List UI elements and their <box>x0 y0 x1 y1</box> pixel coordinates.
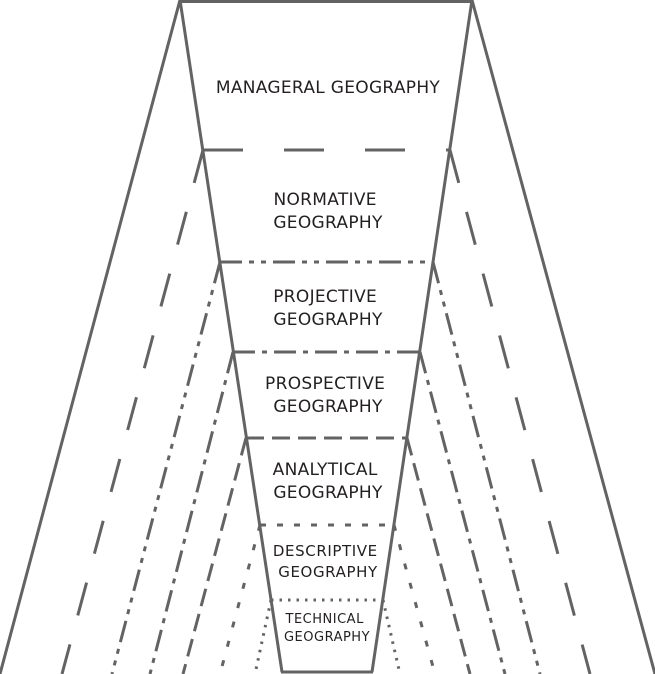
label-prospective: PROSPECTIVE GEOGRAPHY <box>265 374 391 417</box>
funnel-right-side <box>370 0 474 673</box>
divider-prospective-analytical <box>181 436 472 674</box>
label-analytical: ANALYTICAL GEOGRAPHY <box>273 460 384 503</box>
divider-descriptive-technical <box>253 598 402 674</box>
divider-normative-projective <box>110 260 542 674</box>
divider-managerial-normative <box>60 148 592 674</box>
divider-projective-prospective <box>148 350 507 674</box>
outer-right-line <box>470 0 655 674</box>
divider-analytical-descriptive <box>218 523 437 674</box>
label-normative: NORMATIVE GEOGRAPHY <box>273 190 383 233</box>
label-technical: TECHNICAL GEOGRAPHY <box>284 612 370 645</box>
label-descriptive: DESCRIPTIVE GEOGRAPHY <box>273 542 383 581</box>
funnel-left-side <box>178 0 284 673</box>
label-projective: PROJECTIVE GEOGRAPHY <box>273 287 383 330</box>
label-managerial: MANAGERAL GEOGRAPHY <box>216 78 441 98</box>
outer-left-line <box>0 0 182 674</box>
